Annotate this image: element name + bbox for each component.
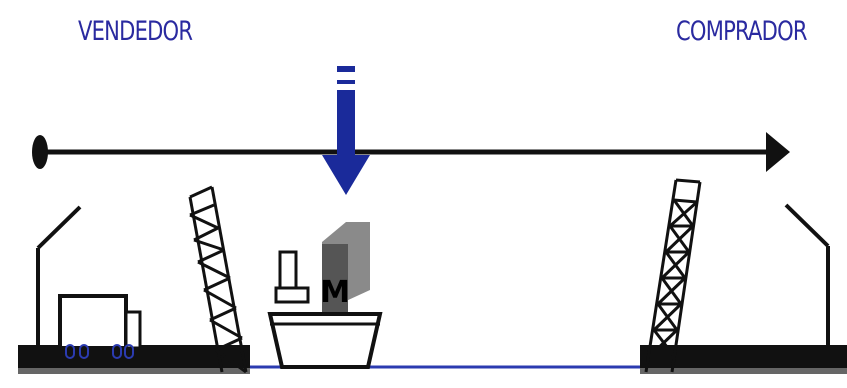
ship-icon: M [270,222,380,367]
risk-transfer-arrow-icon [322,66,370,195]
container-mark: M [320,275,350,310]
timeline [32,132,790,172]
timeline-end-arrowhead-icon [766,132,790,172]
origin-port-crane-icon [190,187,246,372]
buyer-warehouse-icon [786,205,828,345]
timeline-start-dot-icon [32,135,48,169]
ground-left-shade [18,368,250,374]
truck-icon [60,296,140,358]
destination-port-crane-icon [646,180,700,372]
